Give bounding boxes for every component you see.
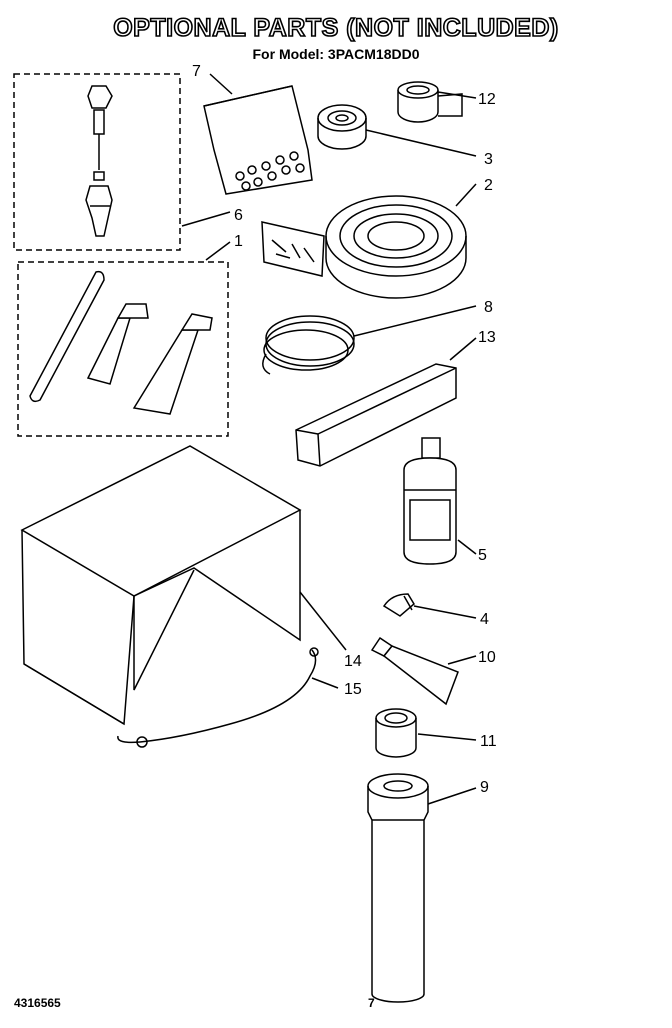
part-2-insulation-coil-illustration (261, 195, 467, 299)
part-10-tube-illustration (370, 636, 459, 706)
callout-15: 15 (344, 681, 362, 698)
part-6-illustration (85, 85, 113, 237)
model-subtitle: For Model: 3PACM18DD0 (252, 46, 420, 62)
part-13-foam-block-illustration (295, 363, 457, 467)
callout-11: 11 (480, 733, 497, 750)
page-title: OPTIONAL PARTS (NOT INCLUDED) (112, 13, 559, 43)
callout-14: 14 (344, 653, 362, 670)
part-1-dashed-box (17, 261, 229, 437)
part-9-cylinder-illustration (367, 773, 429, 1003)
part-11-tape-illustration (375, 708, 417, 758)
document-number: 4316565 (14, 996, 61, 1010)
callout-8: 8 (484, 299, 493, 316)
callout-5: 5 (478, 547, 487, 564)
callout-labels: 7 12 3 2 6 1 8 13 5 4 14 10 15 11 9 (192, 63, 497, 796)
callout-7: 7 (192, 63, 201, 80)
part-3-tape-roll-illustration (317, 104, 367, 150)
leader-lines (181, 73, 477, 805)
callout-3: 3 (484, 151, 493, 168)
callout-6: 6 (234, 207, 243, 224)
callout-13: 13 (478, 329, 496, 346)
part-8-wire-coil-illustration (262, 315, 355, 375)
callout-10: 10 (478, 649, 496, 666)
part-5-bottle-illustration (403, 437, 457, 565)
callout-4: 4 (480, 611, 489, 628)
callout-2: 2 (484, 177, 493, 194)
part-14-cover-illustration (20, 445, 302, 726)
part-15-cord-illustration (117, 647, 319, 748)
callout-1: 1 (234, 233, 243, 250)
callout-9: 9 (480, 779, 489, 796)
part-12-tape-roll-illustration (397, 81, 463, 123)
part-1-illustration (29, 270, 213, 415)
part-4-plug-illustration (382, 593, 415, 617)
part-6-dashed-box (13, 73, 181, 251)
part-7-bag-illustration (203, 85, 313, 195)
callout-12: 12 (478, 91, 496, 108)
page-number: 7 (368, 996, 375, 1010)
